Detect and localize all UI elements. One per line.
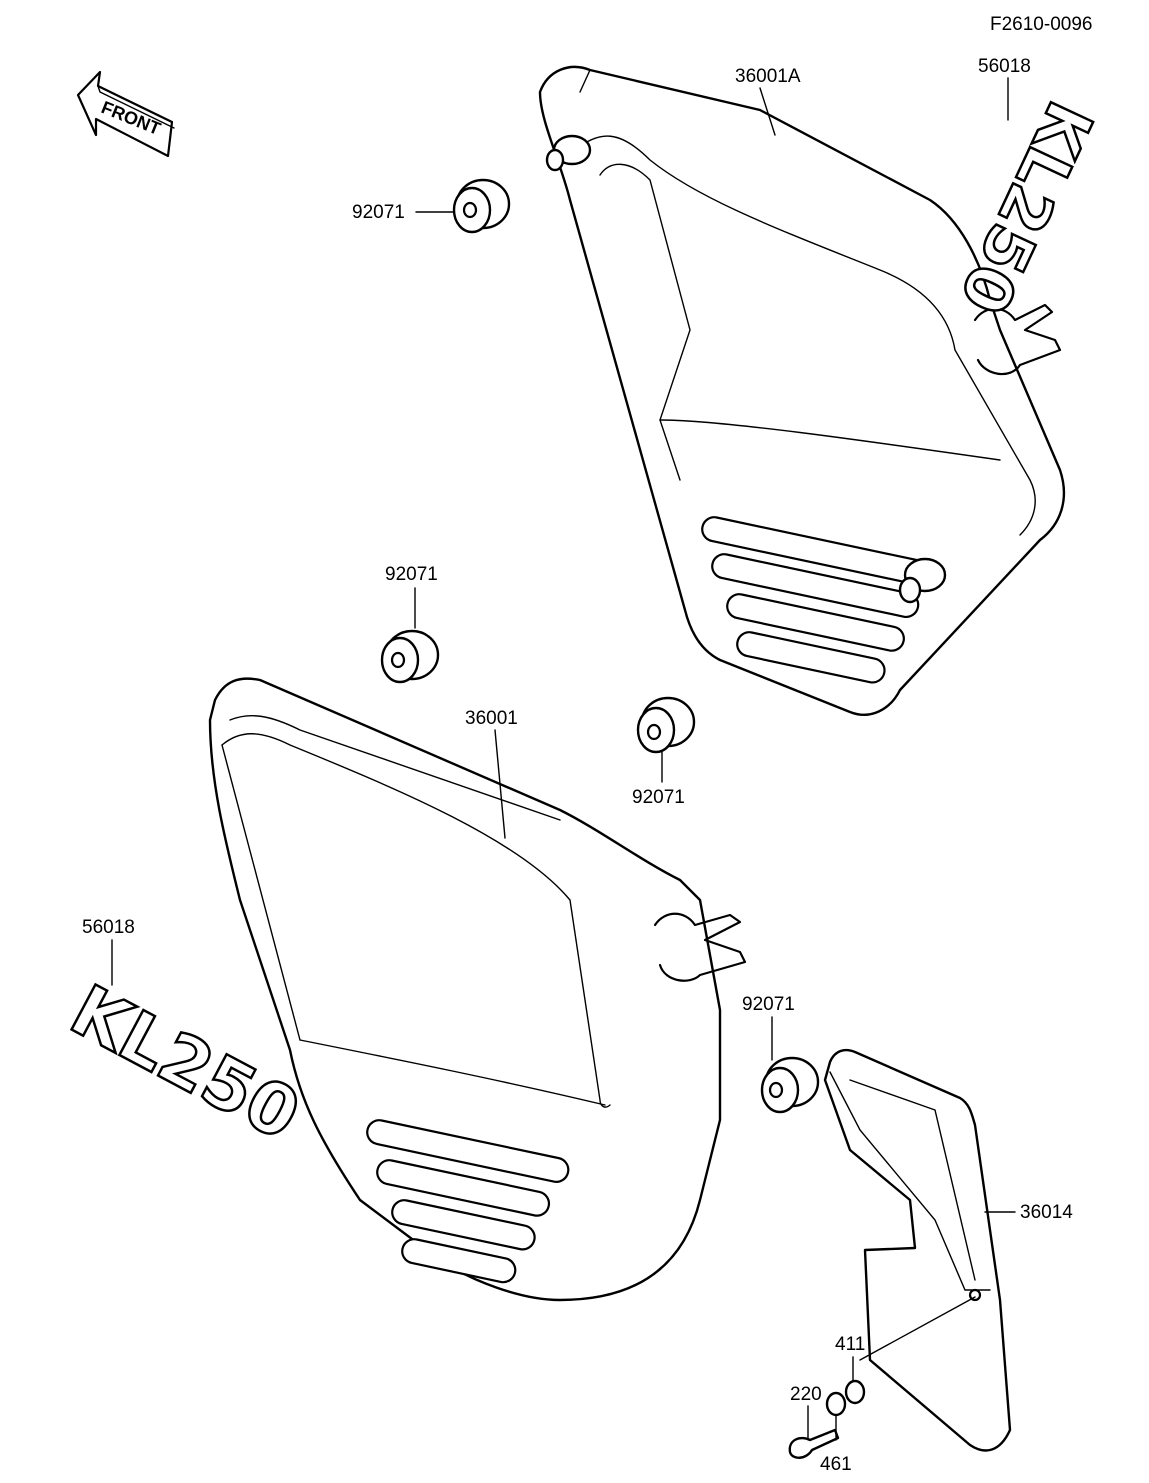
diagram-code: F2610-0096	[990, 14, 1092, 35]
label-92071-1: 92071	[352, 202, 405, 223]
side-cover-left: 36001	[208, 677, 747, 1302]
grommet-2: 92071	[380, 564, 440, 684]
vent-slots-left	[366, 1119, 570, 1284]
guard-plate: 36014	[823, 1048, 1073, 1452]
label-56018-top: 56018	[978, 56, 1031, 77]
side-cover-right: 36001A	[538, 65, 1066, 716]
front-label: FRONT	[99, 97, 164, 139]
grommet-1: 92071	[352, 178, 511, 234]
label-36001a: 36001A	[735, 66, 801, 87]
label-92071-4: 92071	[742, 994, 795, 1015]
label-36014: 36014	[1020, 1202, 1073, 1223]
label-36001: 36001	[465, 708, 518, 729]
fasteners: 411 220 461	[788, 1296, 976, 1475]
grommet-3: 92071	[632, 696, 696, 808]
label-411: 411	[835, 1334, 865, 1355]
washer-461-icon	[825, 1391, 847, 1417]
vent-slots-right	[701, 516, 929, 684]
emblem-top-text: KL250	[944, 90, 1106, 324]
label-220: 220	[790, 1384, 822, 1405]
label-461: 461	[820, 1454, 852, 1475]
grommet-4: 92071	[742, 994, 820, 1114]
label-92071-2: 92071	[385, 564, 438, 585]
label-92071-3: 92071	[632, 787, 685, 808]
front-arrow-icon: FRONT	[76, 70, 175, 158]
label-56018-left: 56018	[82, 917, 135, 938]
emblem-top: 56018 KL250	[943, 56, 1107, 326]
washer-411-icon	[844, 1379, 866, 1405]
